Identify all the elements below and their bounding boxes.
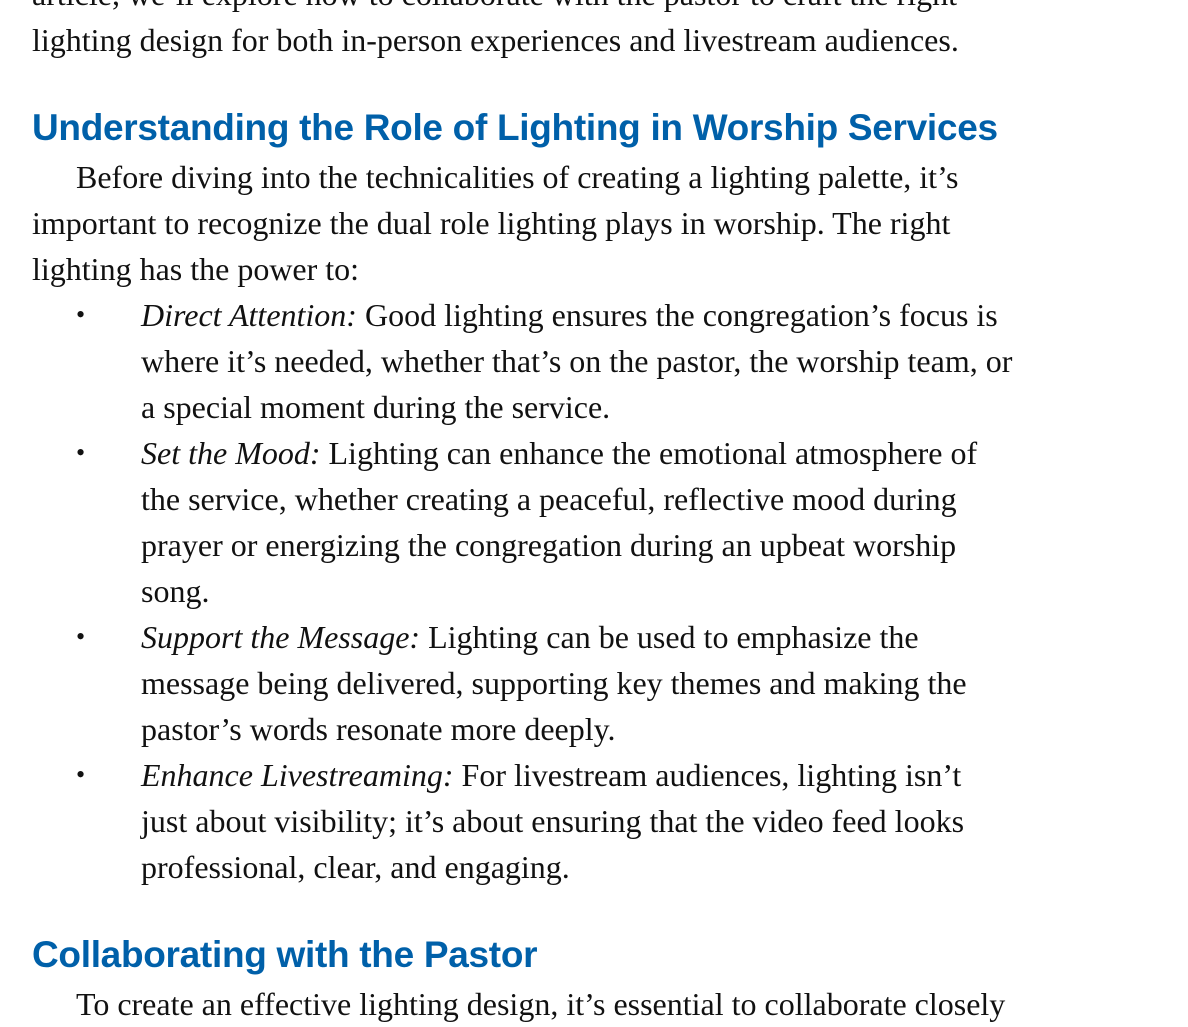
list-item: • Enhance Livestreaming: For livestream …	[32, 752, 1162, 890]
bullet-icon: •	[76, 760, 86, 789]
text-line: lighting design for both in-person exper…	[32, 22, 959, 58]
text-line: the service, whether creating a peaceful…	[141, 481, 957, 517]
text-line: To create an effective lighting design, …	[76, 986, 1006, 1022]
text-line: Lighting can be used to emphasize the	[420, 619, 919, 655]
section-heading-role-of-lighting: Understanding the Role of Lighting in Wo…	[32, 107, 998, 148]
text-line: For livestream audiences, lighting isn’t	[453, 757, 962, 793]
section1-paragraph: Before diving into the technicalities of…	[32, 154, 1162, 292]
bullet-term: Set the Mood:	[141, 435, 321, 471]
text-line: article, we’ll explore how to collaborat…	[32, 0, 1162, 17]
bullet-icon: •	[76, 622, 86, 651]
text-line: Good lighting ensures the congregation’s…	[356, 297, 998, 333]
list-item: • Direct Attention: Good lighting ensure…	[32, 292, 1162, 430]
list-item: • Set the Mood: Lighting can enhance the…	[32, 430, 1162, 614]
text-line: lighting has the power to:	[32, 251, 360, 287]
text-line: song.	[141, 573, 210, 609]
section2-paragraph: To create an effective lighting design, …	[32, 981, 1162, 1027]
bullet-icon: •	[76, 438, 86, 467]
bullet-term: Support the Message:	[141, 619, 421, 655]
text-line: just about visibility; it’s about ensuri…	[141, 803, 965, 839]
text-line: a special moment during the service.	[141, 389, 611, 425]
bullet-term: Direct Attention:	[141, 297, 357, 333]
bullet-icon: •	[76, 300, 86, 329]
bullet-term: Enhance Livestreaming:	[141, 757, 454, 793]
text-line: important to recognize the dual role lig…	[32, 205, 951, 241]
text-line: prayer or energizing the congregation du…	[141, 527, 957, 563]
intro-paragraph: article, we’ll explore how to collaborat…	[32, 0, 1162, 63]
text-line: professional, clear, and engaging.	[141, 849, 570, 885]
text-line: where it’s needed, whether that’s on the…	[141, 343, 1013, 379]
text-line: message being delivered, supporting key …	[141, 665, 967, 701]
text-line: Lighting can enhance the emotional atmos…	[320, 435, 978, 471]
document-page: article, we’ll explore how to collaborat…	[32, 0, 1162, 1027]
list-item: • Support the Message: Lighting can be u…	[32, 614, 1162, 752]
text-line: Before diving into the technicalities of…	[76, 159, 959, 195]
text-line: pastor’s words resonate more deeply.	[141, 711, 616, 747]
section-heading-collaborating: Collaborating with the Pastor	[32, 934, 538, 975]
bullet-list: • Direct Attention: Good lighting ensure…	[32, 292, 1162, 890]
